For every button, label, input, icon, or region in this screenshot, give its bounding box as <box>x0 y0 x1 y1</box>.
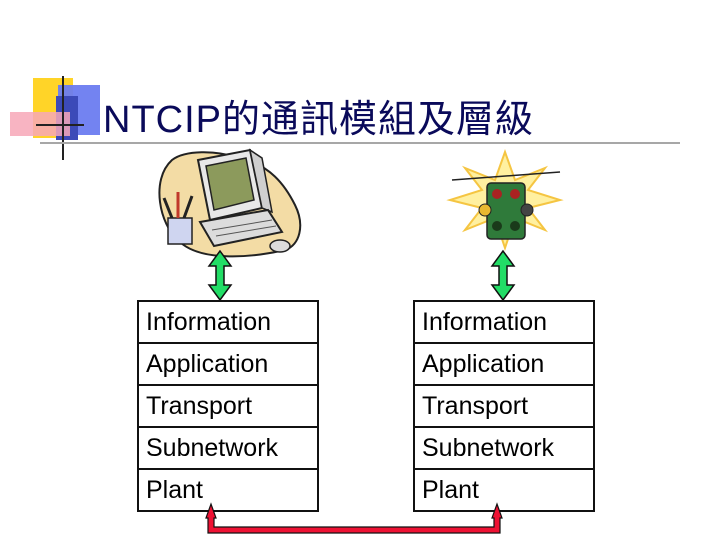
right-layer-information: Information <box>422 308 548 336</box>
left-layer-plant: Plant <box>139 468 317 510</box>
left-layer-subnetwork: Subnetwork <box>139 426 317 468</box>
right-layer-plant: Plant <box>415 468 593 510</box>
title-cjk: 的通訊模組及層級 <box>222 97 535 141</box>
right-layer-application: Application <box>415 342 593 384</box>
page-title: NTCIP的通訊模組及層級 <box>103 88 534 143</box>
left-layer-application: Application <box>139 342 317 384</box>
right-layer-transport: Transport <box>415 384 593 426</box>
title-divider <box>40 142 680 144</box>
right-layer-subnetwork: Subnetwork <box>415 426 593 468</box>
right-protocol-stack: Information Application Transport Subnet… <box>413 300 595 512</box>
left-protocol-stack: Information Application Transport Subnet… <box>137 300 319 512</box>
left-layer-transport: Transport <box>139 384 317 426</box>
title-latin: NTCIP <box>103 99 222 141</box>
left-layer-information: Information <box>146 308 272 336</box>
